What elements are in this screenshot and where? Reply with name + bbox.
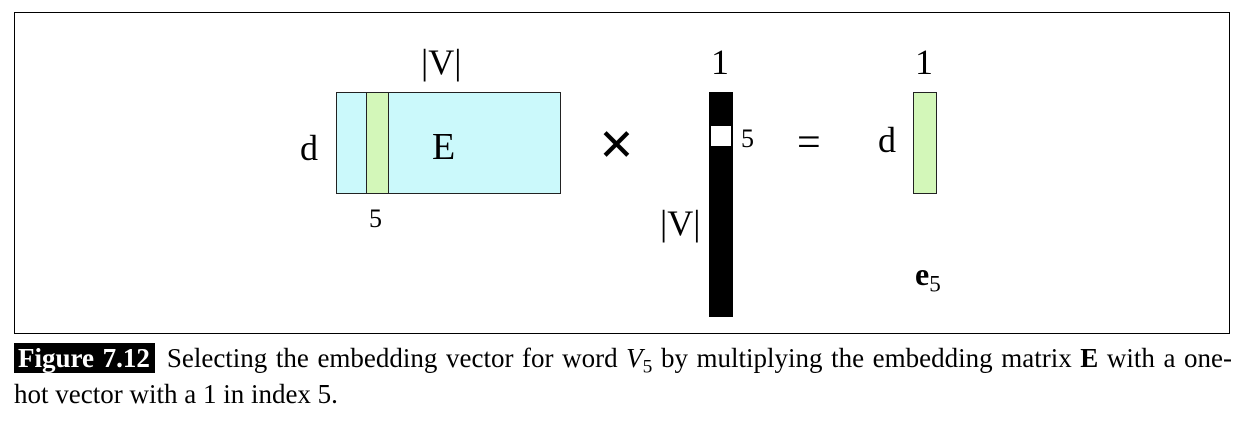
caption-text-end: with a one-hot vector with a 1 in index … — [14, 343, 1232, 409]
matrix-side-label: d — [300, 128, 318, 168]
result-side-label: d — [878, 120, 896, 160]
caption-text-middle: by multiplying the embedding matrix — [652, 343, 1081, 373]
onehot-side-label: |V| — [660, 203, 701, 243]
result-vector — [913, 92, 937, 194]
caption-text-start: Selecting the embedding vector for word — [166, 343, 627, 373]
matrix-selected-column — [366, 92, 389, 194]
figure-frame — [14, 12, 1230, 334]
caption-variable-sub: 5 — [642, 356, 653, 378]
result-name-base: e — [915, 256, 930, 292]
result-top-label: 1 — [915, 42, 933, 82]
caption-variable-base: V — [626, 343, 643, 373]
equals-operator: = — [797, 120, 821, 166]
caption-matrix-name: E — [1080, 343, 1099, 373]
figure-number-tag: Figure 7.12 — [14, 343, 155, 373]
onehot-top-label: 1 — [711, 42, 729, 82]
matrix-top-label: |V| — [421, 42, 462, 82]
result-name-sub: 5 — [929, 270, 941, 297]
onehot-active-cell — [711, 126, 731, 146]
caption-variable: V — [626, 343, 643, 373]
times-operator: ✕ — [598, 120, 635, 171]
matrix-column-index-label: 5 — [369, 204, 382, 233]
figure-caption: Figure 7.12 Selecting the embedding vecto… — [14, 340, 1232, 412]
onehot-index-label: 5 — [741, 124, 754, 153]
result-name-label: e5 — [915, 256, 941, 295]
matrix-name-label: E — [432, 126, 456, 168]
